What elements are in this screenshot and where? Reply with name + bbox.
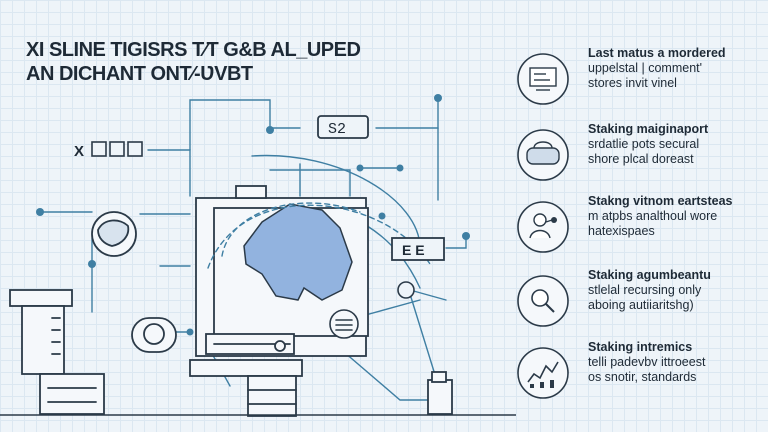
x-box-label: X (74, 143, 84, 160)
s2-box-label: S2 (328, 121, 346, 138)
network-diagram: S2 E E X (0, 94, 516, 417)
key-search-icon (517, 275, 569, 327)
sidebar-item-desc: stores invit vinel (588, 76, 677, 90)
sidebar-item-desc: hatexispaes (588, 224, 655, 238)
map-blob (243, 203, 353, 301)
ring-node-icon (397, 281, 415, 299)
sidebar-item-desc: shore plcal doreast (588, 152, 694, 166)
person-network-icon (517, 201, 569, 253)
dashboard-icon (517, 53, 569, 105)
sidebar-item-desc: os snotir, standards (588, 370, 697, 384)
left-rack (9, 289, 105, 415)
sidebar-item-desc: srdatlie pots secural (588, 137, 700, 151)
ee-box-label: E E (402, 242, 425, 258)
sidebar-item-title: Staking agumbeantu (588, 268, 711, 282)
sidebar-item-title: Staking intremics (588, 340, 693, 354)
title-line-2: AN DICHANT ONT⁄-ƲVBT (26, 63, 253, 85)
ee-box (391, 237, 445, 261)
node-dot (434, 94, 442, 102)
s2-box (317, 115, 369, 139)
right-device (427, 371, 453, 415)
vr-headset-icon (517, 129, 569, 181)
dashed-arcs (207, 202, 431, 269)
chart-icon (517, 347, 569, 399)
node-dot (266, 126, 274, 134)
node-dot (356, 164, 364, 172)
node-dot (462, 232, 470, 240)
sidebar-item-5: Staking intremics telli padevbv ittroees… (516, 340, 766, 406)
sidebar-item-desc: uppelstal | comment' (588, 61, 703, 75)
sidebar-item-desc: telli padevbv ittroeest (588, 355, 706, 369)
sidebar-item-desc: m atpbs analthoul wore (588, 209, 718, 223)
oval-badge-icon (131, 317, 177, 353)
list-bubble-icon (329, 309, 359, 339)
title-line-1: XI SLINE TIGISRS T⁄T G&B AL_UPED (26, 39, 361, 61)
node-dot (396, 164, 404, 172)
node-dot (36, 208, 44, 216)
sidebar-item-title: Stakng vitnom eartsteas (588, 194, 733, 208)
node-dot (186, 328, 194, 336)
globe-icon (91, 211, 137, 257)
sidebar-item-desc: aboing autiiaritshg) (588, 298, 694, 312)
node-dot (378, 212, 386, 220)
sidebar-item-title: Staking maiginaport (588, 122, 709, 136)
sidebar-item-desc: stlelal recursing only (588, 283, 702, 297)
sidebar-item-3: Stakng vitnom eartsteas m atpbs analthou… (516, 194, 766, 260)
diagram-title: XI SLINE TIGISRS T⁄T G&B AL_UPED AN DICH… (26, 38, 361, 86)
sidebar-item-1: Last matus a mordered uppelstal | commen… (516, 46, 766, 112)
sidebar-item-2: Staking maiginaport srdatlie pots secura… (516, 122, 766, 188)
sidebar-item-4: Staking agumbeantu stlelal recursing onl… (516, 268, 766, 334)
x-box-group (91, 141, 143, 157)
sidebar-item-title: Last matus a mordered (588, 46, 726, 60)
node-dot (88, 260, 96, 268)
